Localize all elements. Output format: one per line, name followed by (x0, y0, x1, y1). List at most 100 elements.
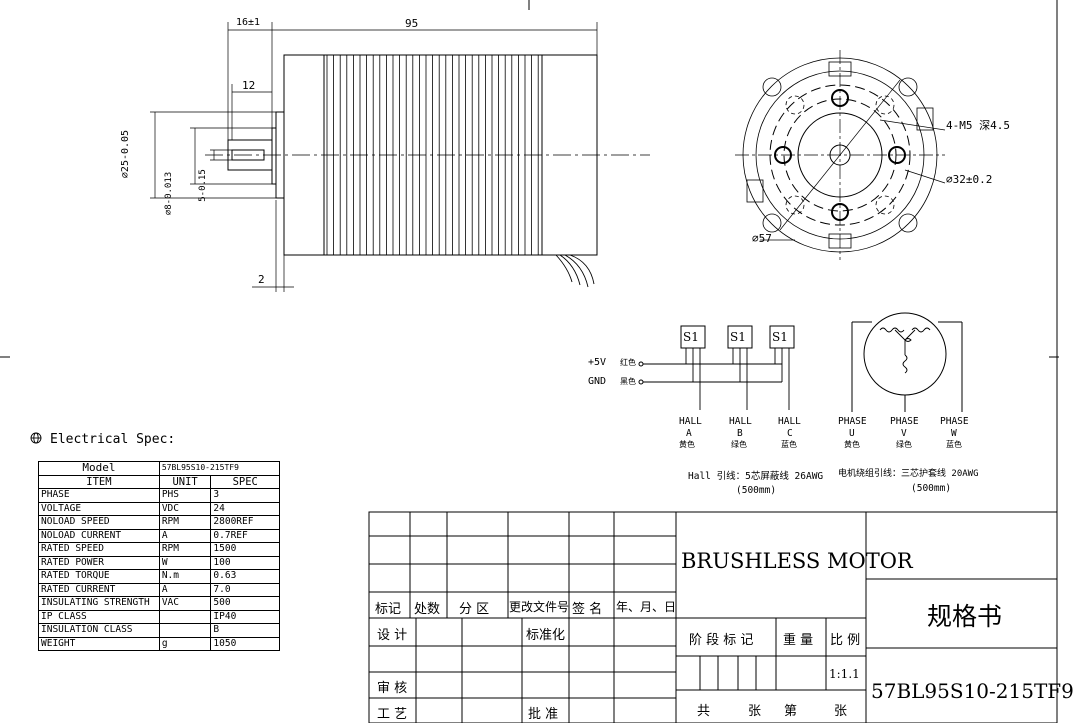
spec-item-cell: INSULATION CLASS (38, 623, 160, 638)
hall-a-word: HALL (679, 416, 702, 427)
tb-standardize: 标准化 (526, 628, 566, 643)
phase-cable-note: 电机绕组引线：三芯护套线 20AWG (838, 469, 979, 479)
hall-cable-note: Hall 引线：5芯屏蔽线 26AWG (688, 471, 824, 482)
tb-sign: 签 名 (572, 602, 603, 617)
spec-model-value: 57BL95S10-215TF9 (158, 461, 281, 476)
spec-item-cell: WEIGHT (38, 636, 160, 651)
title-block-grid (368, 511, 1058, 723)
tb-sheet-2: 张 (834, 704, 848, 719)
hall-b-letter: B (737, 428, 743, 439)
spec-item-cell: RATED SPEED (38, 542, 160, 557)
tb-review: 审 核 (377, 681, 408, 696)
spec-item-cell: IP CLASS (38, 609, 160, 624)
phase-u-letter: U (849, 428, 855, 439)
spec-spec-cell: 7.0 (210, 582, 280, 597)
spec-unit-cell: VAC (158, 596, 212, 611)
spec-unit-cell (158, 609, 212, 624)
tb-count: 处数 (414, 602, 441, 617)
power-plus-label: +5V (588, 357, 607, 368)
spec-unit-cell: PHS (158, 488, 212, 503)
tb-total: 共 (697, 704, 711, 719)
dim-overall-length: 95 (405, 17, 419, 30)
dim-flange-thickness: 2 (258, 273, 265, 286)
phase-wiring-diagram (851, 312, 963, 412)
spec-unit-cell: A (158, 528, 212, 543)
product-title: BRUSHLESS MOTOR (681, 549, 913, 573)
globe-icon (30, 432, 42, 444)
dim-boss-diameter: ⌀25-0.05 (120, 129, 132, 179)
spec-unit-cell: VDC (158, 501, 212, 516)
spec-model-row: Model 57BL95S10-215TF9 (38, 461, 281, 476)
spec-spec-cell: 1500 (210, 542, 280, 557)
tb-stage-mark: 阶 段 标 记 (689, 633, 754, 648)
phase-u-word: PHASE (838, 416, 867, 427)
doc-type: 规格书 (927, 602, 1003, 631)
sensor-label-3: S1 (772, 330, 788, 344)
tb-mark: 标记 (375, 602, 402, 617)
power-gnd-color: 黑色 (620, 377, 636, 386)
phase-w-color: 蓝色 (946, 440, 962, 449)
dimension-lines (150, 22, 598, 292)
tb-date: 年、月、日 (616, 600, 677, 614)
spec-unit-cell (158, 623, 212, 638)
spec-unit-cell: RPM (158, 542, 212, 557)
hall-wiring-diagram (638, 325, 795, 410)
spec-spec-cell: 2800REF (210, 515, 280, 530)
dim-flat-depth: 5-0.15 (197, 169, 208, 202)
tb-weight: 重 量 (783, 633, 814, 648)
spec-spec-cell: 3 (210, 488, 280, 503)
phase-v-word: PHASE (890, 416, 919, 427)
spec-table-container: Model 57BL95S10-215TF9 ITEM UNIT SPEC PH… (38, 461, 281, 651)
spec-spec-cell: 1050 (210, 636, 280, 651)
spec-spec-cell: 0.7REF (210, 528, 280, 543)
tb-change-doc: 更改文件号 (509, 600, 570, 614)
spec-item-cell: PHASE (38, 488, 160, 503)
dim-shaft-length: 16±1 (236, 17, 261, 28)
tb-no: 第 (784, 704, 798, 719)
part-number: 57BL95S10-215TF9 (871, 679, 1074, 703)
spec-unit-cell: A (158, 582, 212, 597)
power-gnd-label: GND (588, 376, 607, 387)
phase-u-color: 黄色 (844, 440, 860, 449)
phase-v-letter: V (901, 428, 907, 439)
phase-cable-length: (500mm) (911, 483, 952, 494)
spec-col-unit: UNIT (158, 474, 212, 489)
spec-table: Model 57BL95S10-215TF9 ITEM UNIT SPEC PH… (38, 461, 281, 651)
phase-v-color: 绿色 (896, 440, 912, 449)
spec-item-cell: RATED POWER (38, 555, 160, 570)
spec-unit-cell: RPM (158, 515, 212, 530)
spec-col-item: ITEM (38, 474, 160, 489)
spec-spec-cell: 100 (210, 555, 280, 570)
spec-item-cell: RATED TORQUE (38, 569, 160, 584)
sensor-label-2: S1 (730, 330, 746, 344)
motor-side-view (205, 54, 650, 288)
hall-b-color: 绿色 (731, 440, 747, 449)
dim-boss-length: 12 (242, 79, 256, 92)
hall-c-word: HALL (778, 416, 801, 427)
dim-body-diameter: ⌀57 (752, 232, 772, 245)
spec-spec-cell: 24 (210, 501, 280, 516)
hall-c-letter: C (787, 428, 793, 439)
spec-header-row: ITEM UNIT SPEC (38, 474, 280, 489)
spec-spec-cell: 0.63 (210, 569, 280, 584)
hall-a-letter: A (686, 428, 692, 439)
spec-unit-cell: g (158, 636, 212, 651)
tb-process: 工 艺 (377, 707, 408, 722)
spec-item-cell: NOLOAD CURRENT (38, 528, 160, 543)
dim-mount-holes: 4-M5 深4.5 (946, 119, 1010, 132)
dim-shaft-diameter: ⌀8-0.013 (164, 171, 175, 216)
power-plus-color: 红色 (620, 358, 636, 367)
tb-design: 设 计 (377, 628, 408, 643)
tb-zone: 分 区 (459, 602, 490, 617)
hall-c-color: 蓝色 (781, 440, 797, 449)
